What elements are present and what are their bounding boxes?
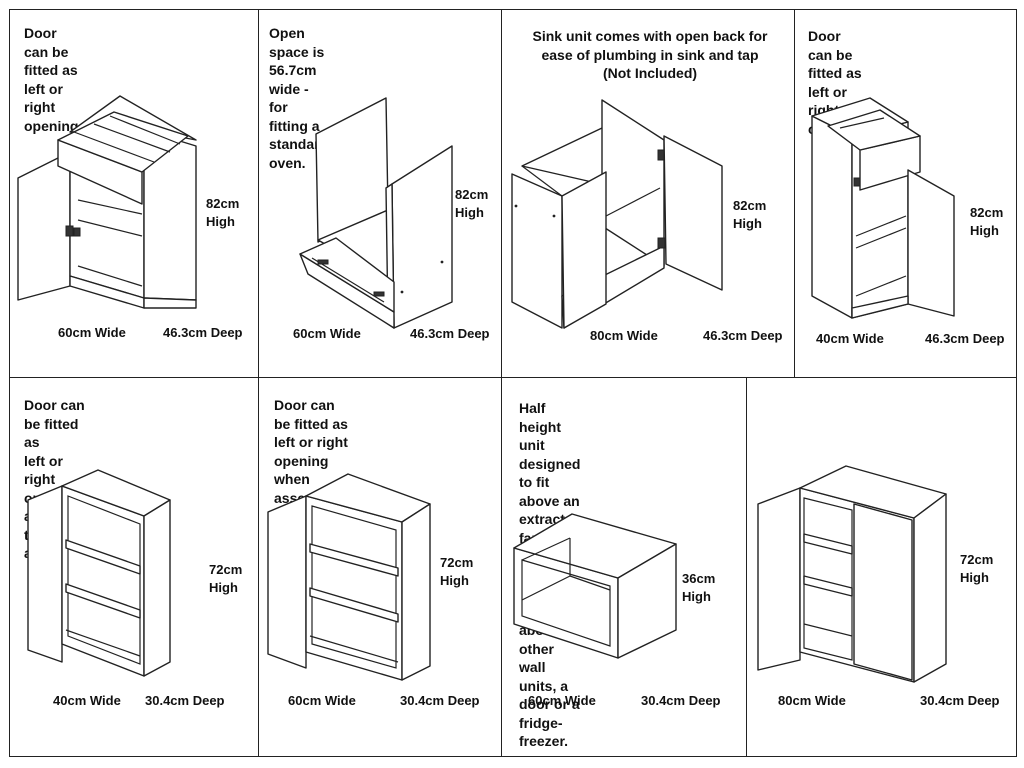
depth-label: 46.3cm Deep — [410, 326, 490, 341]
panel-description: Door can be fitted as left or right open… — [24, 25, 79, 134]
height-value: 82cm — [206, 196, 240, 211]
depth-label: 30.4cm Deep — [145, 693, 225, 708]
height-word: High — [209, 580, 238, 595]
width-label: 60cm Wide — [58, 325, 126, 340]
height-value: 82cm — [733, 198, 767, 213]
cabinet-drawing — [754, 464, 950, 686]
sheet-frame — [9, 9, 1017, 757]
height-word: High — [733, 216, 762, 231]
cabinet-drawing — [296, 92, 456, 332]
width-label: 60cm Wide — [528, 693, 596, 708]
height-label: 72cm High — [209, 561, 242, 597]
height-word: High — [960, 570, 989, 585]
depth-label: 46.3cm Deep — [925, 331, 1005, 346]
height-label: 82cm High — [970, 204, 1003, 240]
height-label: 82cm High — [206, 195, 239, 231]
depth-label: 30.4cm Deep — [400, 693, 480, 708]
divider — [794, 9, 795, 377]
height-value: 72cm — [960, 552, 994, 567]
cabinet-drawing — [14, 90, 204, 320]
height-value: 36cm — [682, 571, 716, 586]
width-label: 60cm Wide — [293, 326, 361, 341]
height-value: 72cm — [209, 562, 243, 577]
height-word: High — [206, 214, 235, 229]
panel-description: Door can be fitted as left or right open… — [274, 397, 351, 506]
height-label: 72cm High — [960, 551, 993, 587]
cabinet-drawing — [808, 96, 966, 328]
width-label: 60cm Wide — [288, 693, 356, 708]
cabinet-drawing — [266, 468, 434, 684]
divider — [746, 377, 747, 757]
depth-label: 30.4cm Deep — [641, 693, 721, 708]
height-label: 82cm High — [733, 197, 766, 233]
height-label: 82cm High — [455, 186, 488, 222]
height-word: High — [970, 223, 999, 238]
height-word: High — [682, 589, 711, 604]
cabinet-drawing — [26, 466, 174, 680]
height-value: 82cm — [455, 187, 489, 202]
height-label: 36cm High — [682, 570, 715, 606]
width-label: 40cm Wide — [53, 693, 121, 708]
cabinet-drawing — [508, 96, 730, 332]
panel-description: Open space is 56.7cm wide - for fitting … — [269, 25, 329, 171]
width-label: 80cm Wide — [778, 693, 846, 708]
height-word: High — [440, 573, 469, 588]
depth-label: 46.3cm Deep — [703, 328, 783, 343]
height-word: High — [455, 205, 484, 220]
height-value: 72cm — [440, 555, 474, 570]
depth-label: 30.4cm Deep — [920, 693, 1000, 708]
divider — [501, 9, 502, 757]
panel-description: Sink unit comes with open back for ease … — [532, 28, 768, 81]
depth-label: 46.3cm Deep — [163, 325, 243, 340]
cabinet-drawing — [510, 512, 680, 662]
height-label: 72cm High — [440, 554, 473, 590]
width-label: 80cm Wide — [590, 328, 658, 343]
height-value: 82cm — [970, 205, 1004, 220]
width-label: 40cm Wide — [816, 331, 884, 346]
divider — [258, 9, 259, 757]
divider — [9, 377, 1017, 378]
